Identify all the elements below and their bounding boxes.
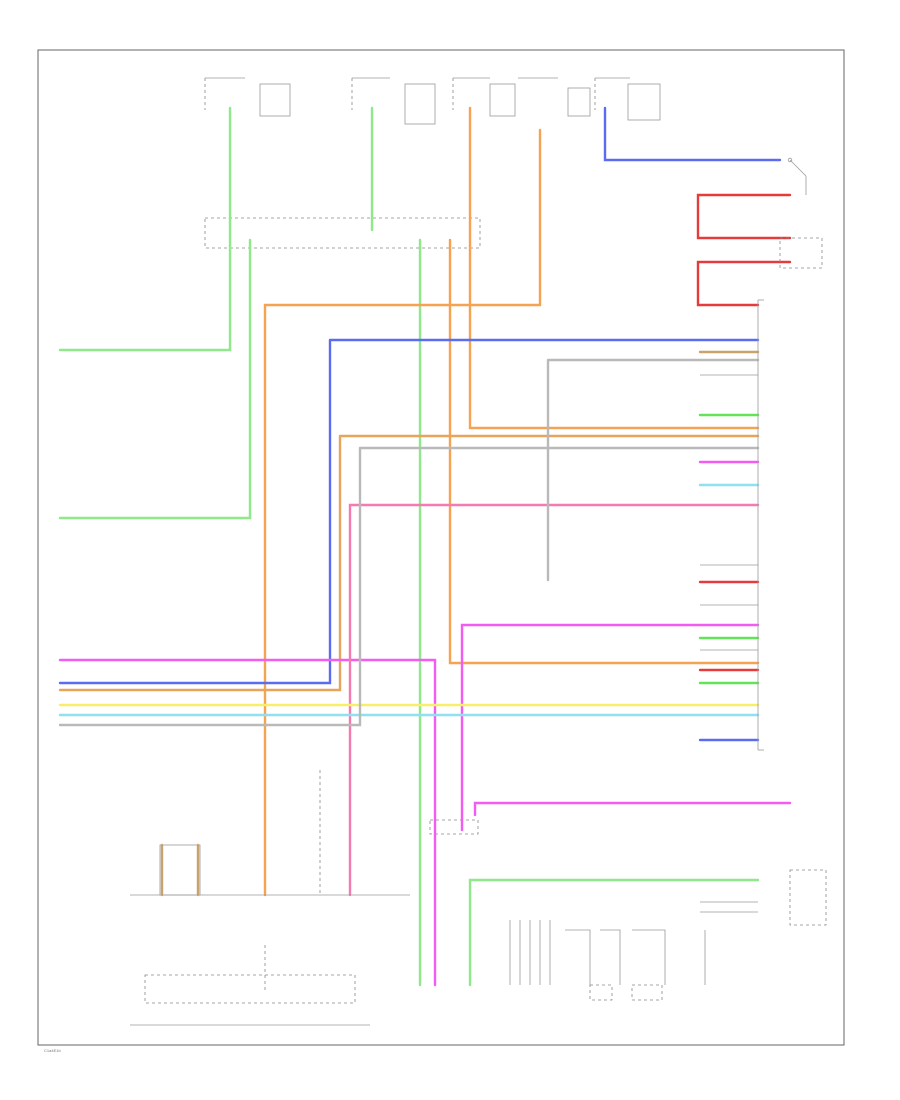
wire-orange-2 bbox=[468, 106, 760, 430]
wire-magenta-3 bbox=[473, 801, 792, 817]
wire-pink-1 bbox=[348, 503, 760, 897]
wire-green-2 bbox=[58, 238, 252, 520]
ecm-connector bbox=[757, 299, 764, 751]
diagram-frame bbox=[37, 49, 845, 1046]
lower-components bbox=[130, 843, 827, 1026]
ground-junction-box bbox=[429, 819, 479, 835]
junction-connector bbox=[204, 217, 481, 249]
wire-magenta-2 bbox=[460, 623, 760, 832]
wires bbox=[58, 106, 792, 990]
wire-blue-1 bbox=[603, 106, 782, 162]
wire-red-1 bbox=[696, 193, 792, 240]
wire-blue-2 bbox=[58, 338, 760, 685]
top-fuse-sources bbox=[204, 77, 661, 125]
wire-red-2 bbox=[696, 260, 792, 307]
wire-gray-2 bbox=[546, 358, 760, 582]
page-code: C1a4E1b bbox=[44, 1048, 61, 1053]
wire-orange-4 bbox=[58, 434, 760, 692]
brake-switch bbox=[779, 157, 823, 269]
wire-green-5 bbox=[468, 878, 760, 987]
wire-green-1 bbox=[58, 106, 232, 352]
wire-orange-3 bbox=[448, 238, 760, 665]
wire-orange-1 bbox=[263, 128, 542, 897]
wire-black-stub-1 bbox=[700, 374, 758, 913]
wire-magenta-1 bbox=[58, 658, 437, 987]
wire-gray-1 bbox=[58, 446, 760, 727]
